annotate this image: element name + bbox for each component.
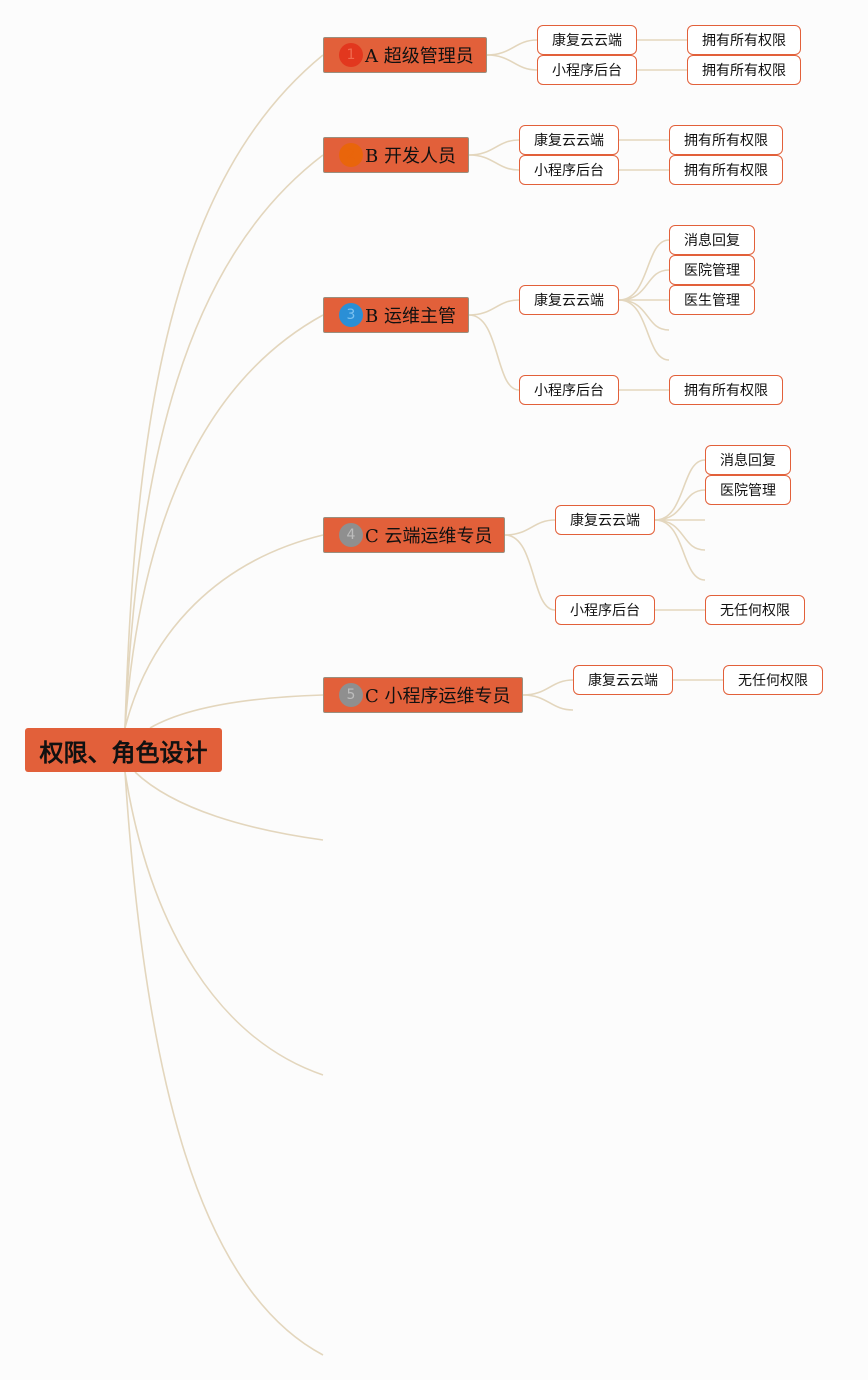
permission-node[interactable]: 无任何权限 [723,665,823,695]
link-root-role-4 [124,534,324,729]
system-node-miniapp[interactable]: 小程序后台 [519,155,619,185]
system-node-miniapp[interactable]: 小程序后台 [537,55,637,85]
permission-node[interactable]: 医院管理 [669,255,755,285]
role-label: C 小程序运维专员 [365,686,511,707]
role-label: B 运维主管 [365,306,456,327]
permission-node[interactable]: 拥有所有权限 [669,375,783,405]
role-node-super-admin[interactable]: 1 A 超级管理员 [323,37,487,73]
priority-4-icon: 4 [339,523,363,547]
priority-1-icon: 1 [339,43,363,67]
link-root-empty-2 [124,771,324,1076]
system-node-miniapp[interactable]: 小程序后台 [519,375,619,405]
system-node-miniapp[interactable]: 小程序后台 [555,595,655,625]
system-node-cloud[interactable]: 康复云云端 [519,125,619,155]
permission-node[interactable]: 医生管理 [669,285,755,315]
role-node-developer[interactable]: 2 B 开发人员 [323,137,469,173]
link-root-empty-1 [134,771,324,841]
permission-node[interactable]: 拥有所有权限 [669,125,783,155]
priority-5-icon: 5 [339,683,363,707]
permission-node[interactable]: 无任何权限 [705,595,805,625]
priority-2-icon: 2 [339,143,363,167]
link-root-empty-3 [124,771,324,1356]
role-node-cloud-ops[interactable]: 4 C 云端运维专员 [323,517,505,553]
system-node-cloud[interactable]: 康复云云端 [555,505,655,535]
system-node-cloud[interactable]: 康复云云端 [573,665,673,695]
permission-node[interactable]: 拥有所有权限 [687,55,801,85]
permission-node[interactable]: 拥有所有权限 [669,155,783,185]
role-label: B 开发人员 [365,146,456,167]
permission-node[interactable]: 医院管理 [705,475,791,505]
link-root-role-3 [124,314,324,729]
role-node-ops-lead[interactable]: 3 B 运维主管 [323,297,469,333]
role-node-miniapp-ops[interactable]: 5 C 小程序运维专员 [323,677,523,713]
link-root-role-2 [124,154,324,729]
role-label: A 超级管理员 [365,46,474,67]
priority-3-icon: 3 [339,303,363,327]
link-root-role-1 [124,54,324,729]
system-node-cloud[interactable]: 康复云云端 [519,285,619,315]
root-node[interactable]: 权限、角色设计 [25,728,222,772]
role-label: C 云端运维专员 [365,526,493,547]
link-root-role-5 [149,694,324,729]
system-node-cloud[interactable]: 康复云云端 [537,25,637,55]
permission-node[interactable]: 消息回复 [669,225,755,255]
permission-node[interactable]: 拥有所有权限 [687,25,801,55]
permission-node[interactable]: 消息回复 [705,445,791,475]
